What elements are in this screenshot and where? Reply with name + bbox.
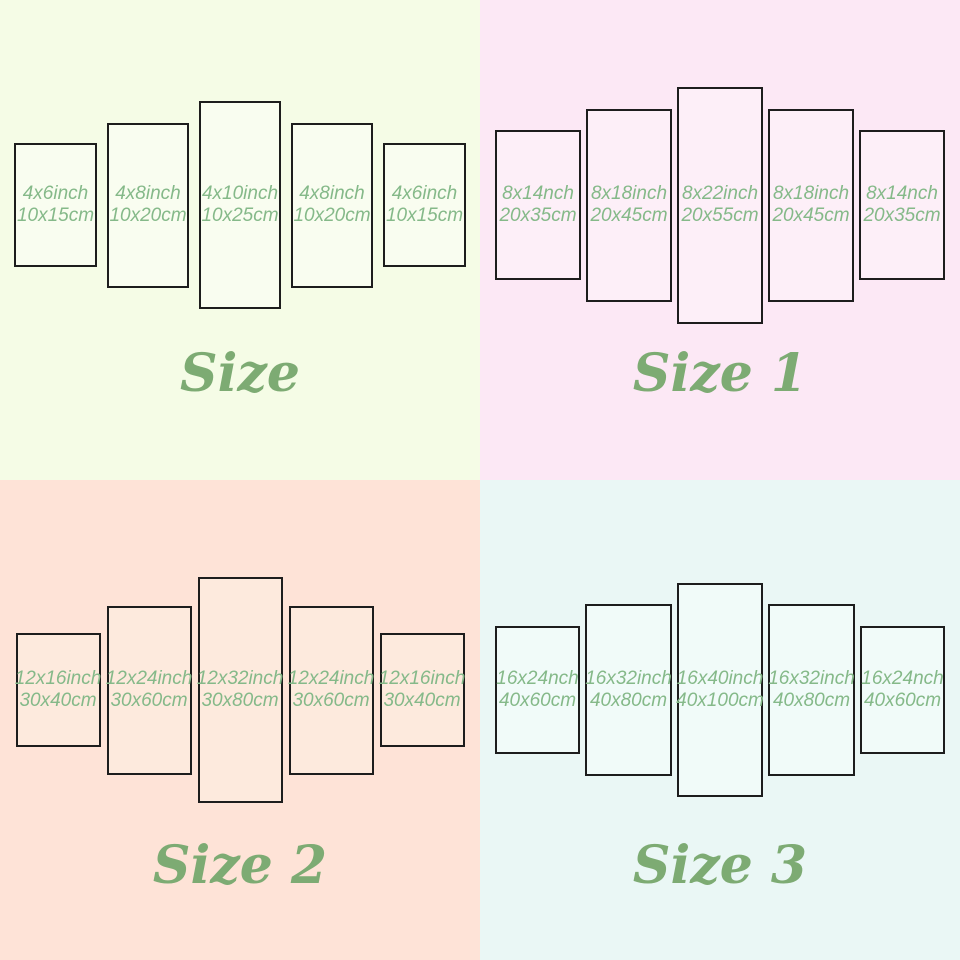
panel-size-label: 4x8inch 10x20cm	[109, 183, 186, 227]
panel-size-label: 8x18inch 20x45cm	[590, 183, 667, 227]
panel-cm-size: 30x80cm	[201, 690, 279, 711]
panel-inch-size: 16x24nch	[861, 668, 944, 689]
panel-size-label: 16x24nch 40x60cm	[861, 668, 943, 712]
section-title: Size	[180, 343, 300, 404]
panel-inch-size: 4x6inch	[391, 183, 458, 204]
canvas-panel: 12x16inch 30x40cm	[15, 633, 102, 747]
panel-cm-size: 10x15cm	[385, 205, 464, 226]
panel-inch-size: 16x32inch	[768, 668, 855, 689]
panel-size-label: 16x40inch 40x100cm	[676, 668, 764, 712]
canvas-panel: 8x18inch 20x45cm	[768, 108, 854, 302]
panel-cm-size: 20x35cm	[499, 205, 577, 226]
panel-cm-size: 40x60cm	[863, 690, 942, 711]
canvas-panel: 16x24nch 40x60cm	[860, 626, 945, 754]
canvas-panel: 4x6inch 10x15cm	[14, 143, 97, 267]
panel-size-label: 8x18inch 20x45cm	[772, 183, 849, 227]
panel-inch-size: 4x10inch	[201, 183, 279, 204]
panel-cm-size: 20x35cm	[863, 205, 941, 226]
panel-inch-size: 8x22inch	[681, 183, 759, 204]
panel-inch-size: 4x6inch	[22, 183, 89, 204]
panel-group: 12x16inch 30x40cm 12x24inch 30x60cm 12x3…	[0, 480, 480, 900]
panel-inch-size: 12x16inch	[14, 668, 102, 689]
canvas-panel: 16x32inch 40x80cm	[585, 604, 672, 776]
panel-cm-size: 40x100cm	[676, 690, 764, 711]
panel-cm-size: 40x80cm	[589, 690, 668, 711]
canvas-panel: 12x24inch 30x60cm	[288, 605, 375, 775]
panel-size-label: 16x32inch 40x80cm	[768, 668, 855, 712]
panel-group: 8x14nch 20x35cm 8x18inch 20x45cm 8x22inc…	[480, 0, 960, 410]
canvas-panel: 8x14nch 20x35cm	[859, 130, 945, 280]
canvas-panel: 12x16inch 30x40cm	[379, 633, 466, 747]
canvas-panel: 16x24nch 40x60cm	[495, 626, 580, 754]
panel-size-label: 16x32inch 40x80cm	[585, 668, 672, 712]
panel-inch-size: 8x14nch	[502, 183, 574, 204]
canvas-panel: 16x32inch 40x80cm	[768, 604, 855, 776]
canvas-panel: 12x32inch 30x80cm	[197, 577, 284, 803]
panel-size-label: 4x8inch 10x20cm	[293, 183, 370, 227]
panel-cm-size: 10x20cm	[109, 205, 187, 226]
panel-cm-size: 40x60cm	[498, 690, 577, 711]
panel-inch-size: 12x24inch	[105, 668, 193, 689]
panel-inch-size: 16x24nch	[496, 668, 579, 689]
panel-inch-size: 8x18inch	[772, 183, 850, 204]
panel-cm-size: 20x45cm	[772, 205, 850, 226]
panel-cm-size: 20x45cm	[590, 205, 668, 226]
section-title: Size 2	[152, 835, 328, 896]
panel-cm-size: 30x40cm	[383, 690, 461, 711]
panel-size-label: 16x24nch 40x60cm	[496, 668, 578, 712]
canvas-panel: 8x22inch 20x55cm	[677, 86, 763, 324]
canvas-panel: 12x24inch 30x60cm	[106, 605, 193, 775]
panel-group: 4x6inch 10x15cm 4x8inch 10x20cm 4x10inch…	[0, 0, 480, 410]
canvas-panel: 4x10inch 10x25cm	[199, 101, 281, 309]
canvas-panel: 4x8inch 10x20cm	[291, 122, 373, 288]
section-title: Size 3	[632, 835, 808, 896]
canvas-panel: 4x8inch 10x20cm	[107, 122, 189, 288]
canvas-panel: 8x14nch 20x35cm	[495, 130, 581, 280]
panel-cm-size: 30x60cm	[110, 690, 188, 711]
panel-size-label: 12x24inch 30x60cm	[288, 668, 375, 712]
section-title: Size 1	[632, 343, 808, 404]
panel-cm-size: 40x80cm	[772, 690, 851, 711]
section-size-1: 8x14nch 20x35cm 8x18inch 20x45cm 8x22inc…	[480, 0, 960, 480]
panel-size-label: 12x32inch 30x80cm	[197, 668, 284, 712]
panel-inch-size: 12x32inch	[196, 668, 284, 689]
panel-size-label: 12x16inch 30x40cm	[379, 668, 466, 712]
panel-inch-size: 12x16inch	[378, 668, 466, 689]
panel-inch-size: 16x32inch	[585, 668, 672, 689]
panel-inch-size: 4x8inch	[299, 183, 365, 204]
canvas-panel: 4x6inch 10x15cm	[383, 143, 466, 267]
panel-size-label: 8x14nch 20x35cm	[499, 183, 576, 227]
canvas-panel: 8x18inch 20x45cm	[586, 108, 672, 302]
panel-inch-size: 8x14nch	[866, 183, 938, 204]
panel-inch-size: 12x24inch	[287, 668, 375, 689]
section-size-2: 12x16inch 30x40cm 12x24inch 30x60cm 12x3…	[0, 480, 480, 960]
panel-cm-size: 30x40cm	[19, 690, 97, 711]
panel-cm-size: 10x25cm	[201, 205, 279, 226]
panel-group: 16x24nch 40x60cm 16x32inch 40x80cm 16x40…	[480, 480, 960, 900]
panel-size-label: 12x16inch 30x40cm	[15, 668, 102, 712]
panel-inch-size: 8x18inch	[590, 183, 668, 204]
panel-cm-size: 10x20cm	[293, 205, 371, 226]
panel-size-label: 4x10inch 10x25cm	[201, 183, 278, 227]
panel-cm-size: 10x15cm	[16, 205, 95, 226]
panel-size-label: 8x14nch 20x35cm	[863, 183, 940, 227]
panel-size-label: 4x6inch 10x15cm	[386, 183, 463, 227]
panel-cm-size: 20x55cm	[681, 205, 759, 226]
panel-size-label: 4x6inch 10x15cm	[17, 183, 94, 227]
panel-size-label: 12x24inch 30x60cm	[106, 668, 193, 712]
canvas-panel: 16x40inch 40x100cm	[676, 583, 764, 797]
panel-inch-size: 16x40inch	[676, 668, 764, 689]
section-size-3: 16x24nch 40x60cm 16x32inch 40x80cm 16x40…	[480, 480, 960, 960]
section-size: 4x6inch 10x15cm 4x8inch 10x20cm 4x10inch…	[0, 0, 480, 480]
panel-inch-size: 4x8inch	[115, 183, 181, 204]
panel-size-label: 8x22inch 20x55cm	[681, 183, 758, 227]
panel-cm-size: 30x60cm	[292, 690, 370, 711]
